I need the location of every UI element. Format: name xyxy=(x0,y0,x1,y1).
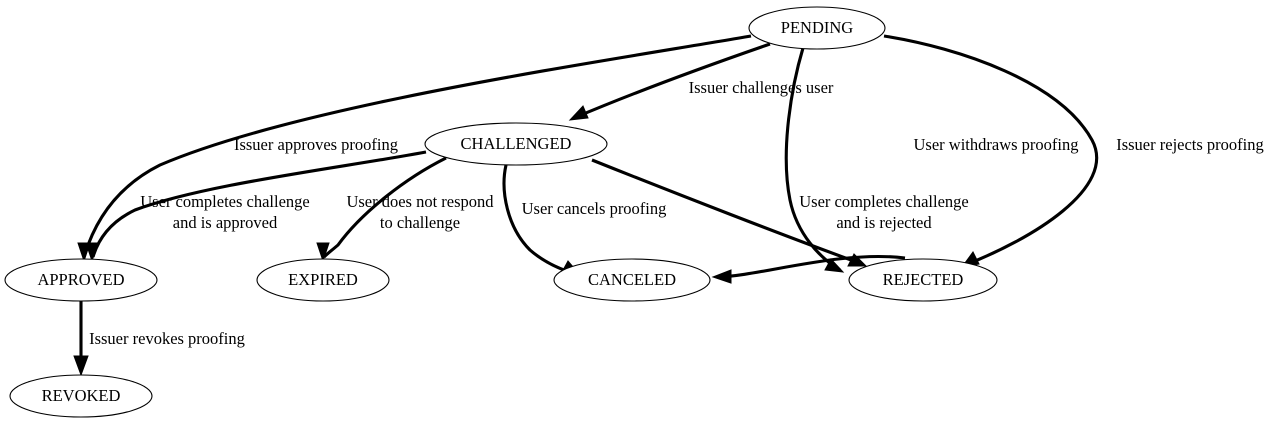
node-ellipse-rejected[interactable] xyxy=(848,258,998,302)
edge-arrowhead-incoming-canceled-right xyxy=(711,269,732,284)
node-approved[interactable]: APPROVED xyxy=(4,258,158,302)
node-label-rejected: REJECTED xyxy=(883,270,964,289)
edge-label-pending-rejected: Issuer rejects proofing xyxy=(1116,135,1264,154)
node-ellipse-revoked[interactable] xyxy=(9,374,153,418)
edge-label-challenged-expired-line2: to challenge xyxy=(380,213,460,232)
node-label-expired: EXPIRED xyxy=(288,270,358,289)
node-canceled[interactable]: CANCELED xyxy=(553,258,711,302)
node-label-challenged: CHALLENGED xyxy=(461,134,572,153)
node-ellipse-canceled[interactable] xyxy=(553,258,711,302)
edge-arrowhead-pending-challenged xyxy=(568,105,589,121)
edge-label-challenged-approved: User completes challenge and is approved xyxy=(140,192,310,232)
edge-pending-challenged xyxy=(568,42,771,121)
edge-arrowhead-approved-revoked xyxy=(73,355,89,377)
edge-label-challenged-expired: User does not respond to challenge xyxy=(346,192,494,232)
node-rejected[interactable]: REJECTED xyxy=(848,258,998,302)
node-label-pending: PENDING xyxy=(781,18,853,37)
edge-label-pending-challenged: Issuer challenges user xyxy=(689,78,834,97)
node-revoked[interactable]: REVOKED xyxy=(9,374,153,418)
edge-challenged-approved xyxy=(85,150,427,263)
edge-label-challenged-rejected: User completes challenge and is rejected xyxy=(799,192,969,232)
edge-path-incoming-canceled-right xyxy=(717,254,906,279)
edge-arrowhead-challenged-expired xyxy=(316,242,330,263)
edge-path-pending-canceled xyxy=(784,47,841,272)
edge-label-challenged-approved-line2: and is approved xyxy=(173,213,278,232)
edge-challenged-expired xyxy=(316,156,447,263)
node-ellipse-expired[interactable] xyxy=(256,258,390,302)
edge-arrowhead-challenged-approved xyxy=(85,242,99,263)
edge-incoming-canceled-right xyxy=(711,254,906,284)
edge-path-challenged-rejected xyxy=(591,158,863,266)
node-ellipse-challenged[interactable] xyxy=(424,122,608,166)
node-challenged[interactable]: CHALLENGED xyxy=(424,122,608,166)
edge-path-pending-approved xyxy=(82,34,752,258)
edge-label-challenged-approved-line1: User completes challenge xyxy=(140,192,310,211)
edge-label-pending-canceled: User withdraws proofing xyxy=(914,135,1079,154)
node-ellipse-pending[interactable] xyxy=(748,6,886,50)
edge-pending-canceled xyxy=(784,47,845,273)
edge-label-approved-revoked: Issuer revokes proofing xyxy=(89,329,245,348)
edge-path-challenged-approved xyxy=(91,150,427,258)
node-pending[interactable]: PENDING xyxy=(748,6,886,50)
node-ellipse-approved[interactable] xyxy=(4,258,158,302)
edge-arrowhead-pending-canceled xyxy=(824,258,845,273)
edge-challenged-canceled xyxy=(502,164,582,276)
node-label-approved: APPROVED xyxy=(37,270,124,289)
edge-path-challenged-canceled xyxy=(502,164,577,276)
edge-label-challenged-canceled: User cancels proofing xyxy=(522,199,667,218)
edge-label-challenged-expired-line1: User does not respond xyxy=(346,192,494,211)
edge-path-challenged-expired xyxy=(322,156,447,259)
edge-path-pending-rejected xyxy=(883,34,1099,267)
edge-label-challenged-rejected-line2: and is rejected xyxy=(836,213,932,232)
node-expired[interactable]: EXPIRED xyxy=(256,258,390,302)
edge-path-pending-challenged xyxy=(573,42,771,120)
node-label-canceled: CANCELED xyxy=(588,270,676,289)
edge-label-challenged-rejected-line1: User completes challenge xyxy=(799,192,969,211)
edge-label-pending-approved: Issuer approves proofing xyxy=(234,135,398,154)
node-label-revoked: REVOKED xyxy=(42,386,121,405)
edge-approved-revoked xyxy=(73,301,89,377)
